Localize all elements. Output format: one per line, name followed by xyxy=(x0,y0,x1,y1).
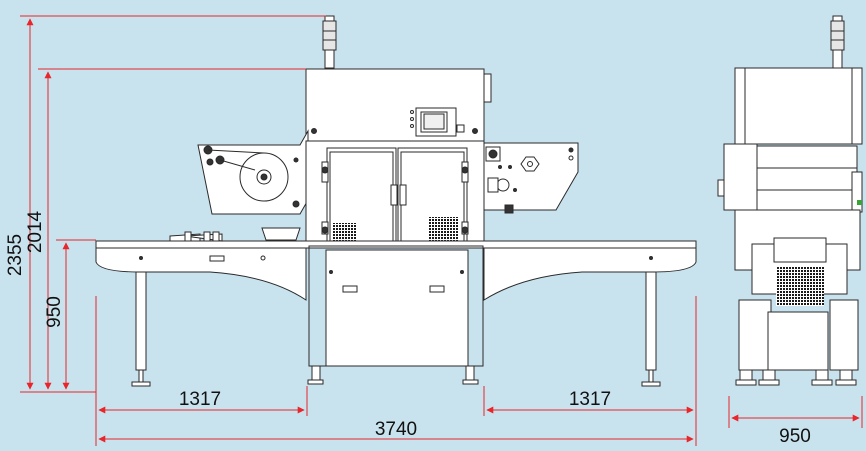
signal-tower-front xyxy=(322,15,337,69)
front-view xyxy=(95,15,697,387)
control-panel xyxy=(410,107,465,137)
side-mesh-panel xyxy=(776,266,824,306)
dim-label-right-section: 1317 xyxy=(569,389,611,410)
film-unwind-unit xyxy=(197,129,309,215)
side-view xyxy=(717,15,863,386)
dimension-lines xyxy=(20,15,863,446)
conveyor-table xyxy=(95,227,697,301)
dim-label-frame-height: 2014 xyxy=(25,210,46,253)
mesh-panel-right xyxy=(428,217,458,245)
status-light-side xyxy=(857,200,862,205)
mesh-panel-left xyxy=(332,223,356,245)
lower-cabinet xyxy=(307,245,484,385)
table-legs xyxy=(131,256,661,387)
dim-label-total-length: 3740 xyxy=(375,419,417,440)
dim-label-table-height: 950 xyxy=(44,296,65,328)
drive-unit xyxy=(483,142,579,214)
dim-label-left-section: 1317 xyxy=(179,389,221,410)
dim-label-total-height: 2355 xyxy=(5,234,26,276)
dim-label-side-width: 950 xyxy=(779,426,811,446)
signal-tower-side xyxy=(830,15,845,69)
